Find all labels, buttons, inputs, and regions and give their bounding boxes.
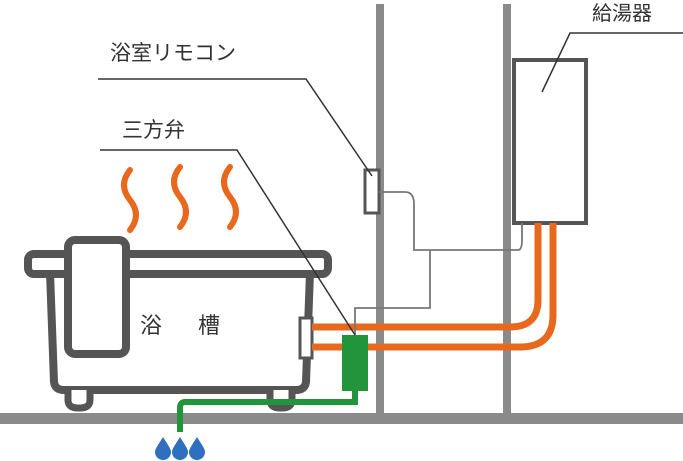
drain-pipe [177, 391, 358, 432]
floor [0, 413, 683, 424]
leader-lines [98, 32, 683, 336]
steam-icon [121, 164, 239, 233]
label-heater: 給湯器 [592, 1, 652, 25]
hot-water-pipes [312, 223, 557, 351]
hot-pipe-lower [312, 223, 557, 351]
water-drops-icon [155, 437, 205, 460]
leader-remote [98, 78, 373, 177]
label-remote: 浴室リモコン [110, 41, 236, 65]
control-cables [354, 191, 523, 335]
bathtub-foot-left [64, 390, 94, 412]
bathtub-fitting [298, 316, 314, 360]
cable-remote-to-heater [379, 191, 523, 251]
leader-valve [100, 149, 356, 336]
label-bathtub-2: 槽 [198, 314, 220, 339]
water-heater [512, 58, 588, 225]
wall-right [503, 4, 511, 413]
label-bathtub-1: 浴 [140, 314, 162, 339]
remote-control [363, 168, 381, 215]
bathtub [24, 236, 332, 412]
leader-heater [541, 32, 683, 93]
hot-pipe-upper [312, 223, 542, 331]
bathtub-step [64, 236, 130, 358]
cable-valve-to-remote [354, 250, 431, 335]
label-valve: 三方弁 [122, 118, 185, 142]
three-way-valve [342, 335, 368, 391]
